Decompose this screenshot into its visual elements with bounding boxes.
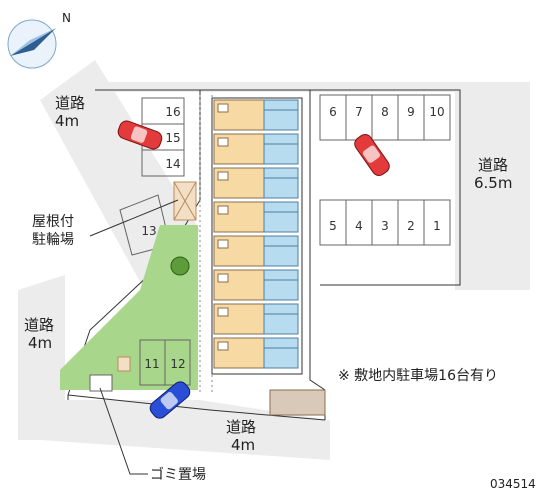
parking-spot-11: 11	[144, 357, 159, 371]
garbage-leader-line	[99, 387, 148, 475]
unit-bath	[263, 133, 299, 165]
parking-spot-5: 5	[329, 219, 337, 233]
parking-spot-6: 6	[329, 105, 337, 119]
road-right-name: 道路	[478, 156, 508, 174]
road-top-left-name: 道路	[55, 94, 85, 112]
unit-fixture	[217, 307, 229, 317]
car-red-top-left-icon	[117, 120, 163, 150]
property-code: 034514	[490, 477, 536, 491]
unit-fixture	[217, 341, 229, 351]
building-outline	[211, 97, 303, 375]
paths	[199, 95, 213, 395]
unit-fixture	[217, 137, 229, 147]
bicycle-leader-line	[89, 199, 179, 237]
unit-fixture	[217, 103, 229, 113]
parking-spot-8: 8	[381, 105, 389, 119]
parking-spot-9: 9	[407, 105, 415, 119]
parking-spot-10: 10	[429, 105, 444, 119]
parking-spot-13: 13	[141, 224, 156, 238]
car-red-right-icon	[354, 134, 390, 176]
road-top-left-width: 4m	[55, 112, 79, 130]
road-bottom-name: 道路	[226, 418, 256, 436]
unit-bath	[263, 269, 299, 301]
parking-spot-4: 4	[355, 219, 363, 233]
road-right-width: 6.5m	[474, 174, 512, 192]
compass-icon: N	[7, 11, 71, 69]
unit-bath	[263, 303, 299, 335]
parking-spot-16: 16	[165, 105, 180, 119]
bicycle-label-line1: 屋根付	[32, 214, 74, 230]
unit-bath	[263, 99, 299, 131]
road-bottom	[40, 400, 330, 460]
parking-spot-2: 2	[407, 219, 415, 233]
parking-spot-15: 15	[165, 131, 180, 145]
parking-spot-1: 1	[433, 219, 441, 233]
garbage-box	[117, 356, 131, 372]
garbage-area	[89, 374, 113, 392]
unit-bath	[263, 337, 299, 369]
road-bottom-width: 4m	[231, 436, 255, 454]
garbage-label: ゴミ置場	[150, 466, 206, 483]
car-blue-icon	[149, 381, 191, 419]
road-right	[455, 82, 530, 290]
parking-spot-14: 14	[165, 157, 180, 171]
unit-bath	[263, 201, 299, 233]
road-left-name: 道路	[24, 316, 54, 334]
bicycle-label-line2: 駐輪場	[32, 231, 74, 248]
unit-bath	[263, 235, 299, 267]
unit-fixture	[217, 239, 229, 249]
unit-fixture	[217, 171, 229, 181]
compass-north-letter: N	[62, 11, 71, 25]
unit-fixture	[217, 205, 229, 215]
tree-icon	[170, 256, 190, 276]
building	[211, 97, 303, 375]
parking-spot-12: 12	[170, 357, 185, 371]
unit-fixture	[217, 273, 229, 283]
parking-right	[319, 94, 451, 246]
parking-note: ※ 敷地内駐車場16台有り	[338, 367, 498, 384]
road-left	[18, 275, 65, 440]
entrance-hatch	[269, 389, 326, 416]
road-left-width: 4m	[28, 334, 52, 352]
unit-bath	[263, 167, 299, 199]
parking-spot-3: 3	[381, 219, 389, 233]
parking-spot-7: 7	[355, 105, 363, 119]
green-area	[60, 225, 198, 390]
